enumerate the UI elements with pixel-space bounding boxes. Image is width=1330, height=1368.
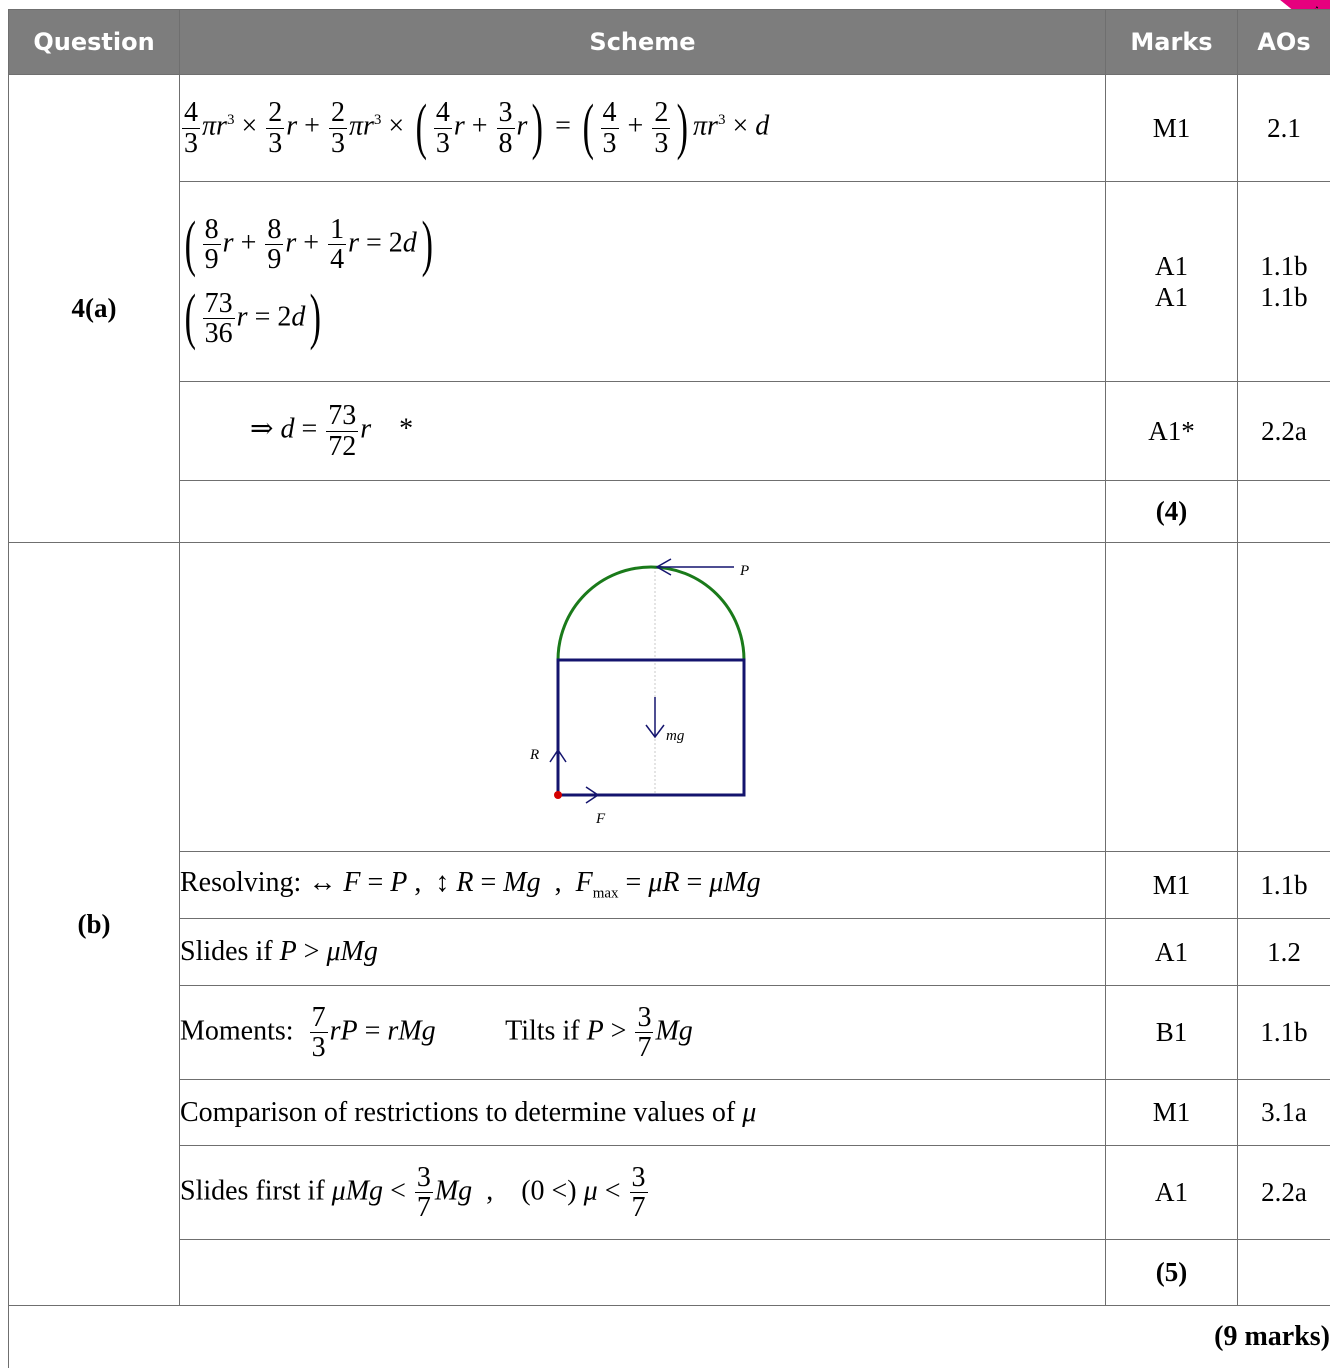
table-row: Comparison of restrictions to determine …	[9, 1080, 1330, 1146]
header-scheme: Scheme	[180, 10, 1106, 75]
moments-label: Moments:	[180, 1015, 294, 1046]
scheme-empty	[180, 481, 1106, 543]
question-label-a: 4(a)	[9, 75, 180, 543]
header-marks: Marks	[1106, 10, 1238, 75]
ao-a3: 2.2a	[1238, 382, 1330, 481]
ao-b1: 1.1b	[1238, 852, 1330, 919]
ao-b2: 1.2	[1238, 919, 1330, 986]
table-row: (4)	[9, 481, 1330, 543]
force-diagram: P mg R F	[180, 543, 1106, 843]
ao-empty	[1238, 1240, 1330, 1306]
ao-b4: 3.1a	[1238, 1080, 1330, 1146]
mark-b4: M1	[1106, 1080, 1238, 1146]
tilts-if-label: Tilts if	[505, 1015, 579, 1046]
mark-b1: M1	[1106, 852, 1238, 919]
ao-a2-second: 1.1b	[1238, 282, 1330, 313]
mark-b2: A1	[1106, 919, 1238, 986]
grand-total: (9 marks)	[9, 1306, 1330, 1368]
mark-a2-first: A1	[1106, 251, 1237, 282]
header-row: Question Scheme Marks AOs	[9, 10, 1330, 75]
marks-a2: A1 A1	[1106, 182, 1238, 382]
table-row: Resolving: ↔ F = P , ↕ R = Mg , Fmax = μ…	[9, 852, 1330, 919]
mark-a3: A1*	[1106, 382, 1238, 481]
ao-b5: 2.2a	[1238, 1146, 1330, 1240]
table-row: Slides if P > μMg A1 1.2	[9, 919, 1330, 986]
scheme-empty	[180, 1240, 1106, 1306]
ao-empty	[1238, 481, 1330, 543]
ao-a2-first: 1.1b	[1238, 251, 1330, 282]
slides-if-label: Slides if	[180, 936, 273, 967]
table-row: (9 marks)	[9, 1306, 1330, 1368]
question-label-b: (b)	[9, 543, 180, 1306]
ao-empty	[1238, 543, 1330, 852]
total-a: (4)	[1106, 481, 1238, 543]
scheme-comparison: Comparison of restrictions to determine …	[180, 1080, 1106, 1146]
label-mg: mg	[666, 728, 685, 744]
scheme-resolving: Resolving: ↔ F = P , ↕ R = Mg , Fmax = μ…	[180, 852, 1106, 919]
label-f: F	[595, 811, 606, 827]
mark-a1: M1	[1106, 75, 1238, 182]
scheme-slides-if: Slides if P > μMg	[180, 919, 1106, 986]
header-aos: AOs	[1238, 10, 1330, 75]
mark-b3: B1	[1106, 986, 1238, 1080]
comparison-label: Comparison of restrictions to determine …	[180, 1097, 735, 1128]
pivot-point	[554, 791, 562, 799]
mark-a2-second: A1	[1106, 282, 1237, 313]
resolving-label: Resolving:	[180, 867, 301, 898]
hemisphere-arc	[558, 567, 744, 660]
table-row: (5)	[9, 1240, 1330, 1306]
mark-empty	[1106, 543, 1238, 852]
force-diagram-cell: P mg R F	[180, 543, 1106, 852]
cylinder-rect	[558, 660, 744, 795]
slides-first-label: Slides first if	[180, 1175, 325, 1206]
table-row: (b) P mg R F	[9, 543, 1330, 852]
ao-a1: 2.1	[1238, 75, 1330, 182]
total-b: (5)	[1106, 1240, 1238, 1306]
mark-b5: A1	[1106, 1146, 1238, 1240]
header-question: Question	[9, 10, 180, 75]
label-p: P	[739, 563, 749, 579]
label-r: R	[529, 747, 539, 763]
aos-a2: 1.1b 1.1b	[1238, 182, 1330, 382]
ao-b3: 1.1b	[1238, 986, 1330, 1080]
